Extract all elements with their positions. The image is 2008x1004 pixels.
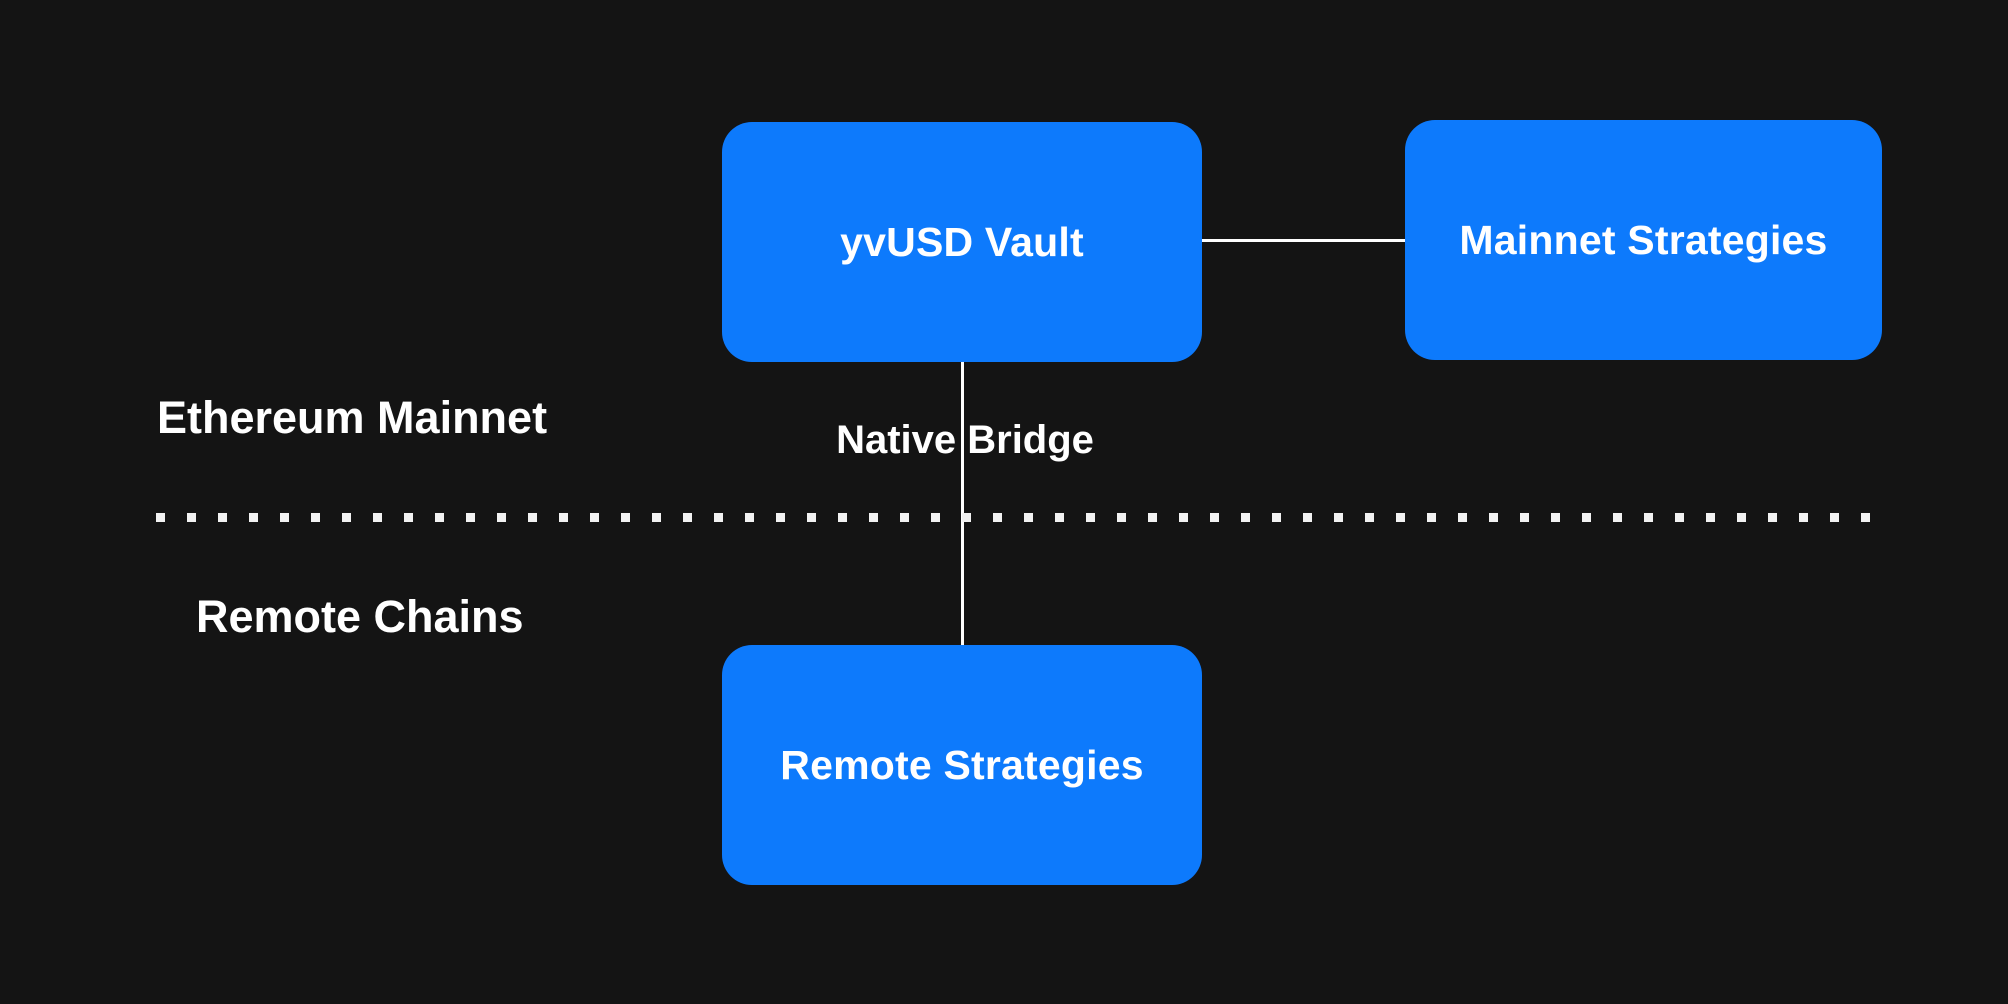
node-label-mainnet-strategies: Mainnet Strategies <box>1459 216 1828 263</box>
zone-label-ethereum-mainnet: Ethereum Mainnet <box>157 392 548 443</box>
edge-vault-to-remote-strategies <box>961 360 964 652</box>
node-remote-strategies[interactable]: Remote Strategies <box>722 645 1202 885</box>
edge-vault-to-mainnet-strategies <box>1200 239 1407 242</box>
node-label-remote-strategies: Remote Strategies <box>780 741 1144 788</box>
edge-label-native-bridge: Native Bridge <box>836 418 1094 462</box>
zone-label-remote-chains: Remote Chains <box>196 591 524 642</box>
node-label-yvusd-vault: yvUSD Vault <box>840 218 1084 265</box>
node-mainnet-strategies[interactable]: Mainnet Strategies <box>1405 120 1882 360</box>
node-yvusd-vault[interactable]: yvUSD Vault <box>722 122 1202 362</box>
chain-divider <box>156 513 1870 522</box>
